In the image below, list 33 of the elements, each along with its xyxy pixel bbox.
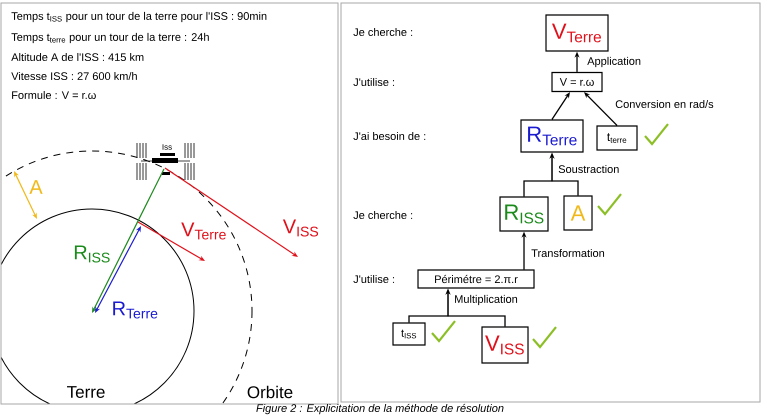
edge-label: Multiplication bbox=[453, 294, 519, 306]
info-text: Formule : V = r.ω bbox=[12, 90, 96, 100]
vector-label: V$_{ISS}$ bbox=[282, 220, 318, 236]
info-text: Altitude A de l'ISS : 415 km bbox=[11, 52, 144, 62]
edge-label: Transformation bbox=[530, 248, 606, 258]
info-text: Temps t$_{terre}$ pour un tour de la terre : 24h bbox=[11, 32, 209, 44]
vector-label: R$_{ISS}$ bbox=[74, 246, 110, 262]
edge-label: Application bbox=[586, 56, 642, 68]
row-label: J'ai besoin de : bbox=[353, 132, 426, 140]
row-label: Je cherche : bbox=[353, 210, 412, 220]
station-label: Iss bbox=[162, 144, 172, 150]
row-label: J'utilise : bbox=[353, 274, 394, 284]
caption: Figure 2 : Explicitation de la méthode de résolution bbox=[256, 404, 504, 414]
term-box: R$_{Terre}$ bbox=[520, 119, 584, 153]
term-box: Périmétre = 2.π.r bbox=[417, 269, 535, 289]
circle-label: Terre bbox=[67, 386, 105, 398]
circle-label: Orbite bbox=[248, 386, 292, 398]
row-label: Je cherche : bbox=[353, 28, 412, 36]
term-box: R$_{ISS}$ bbox=[499, 196, 549, 232]
term-box: V$_{ISS}$ bbox=[481, 326, 529, 364]
term-box: A bbox=[563, 195, 593, 231]
vector-label: V$_{Terre}$ bbox=[181, 222, 226, 240]
edge-label: Conversion en rad/s bbox=[614, 98, 715, 110]
term-box: V$_{Terre}$ bbox=[545, 14, 609, 52]
term-box: V = r.ω bbox=[551, 72, 603, 92]
row-label: J'utilise : bbox=[353, 78, 394, 86]
vector-label: A bbox=[29, 180, 43, 194]
vector-label: R$_{Terre}$ bbox=[113, 302, 158, 318]
info-text: Temps t$_{ISS}$ pour un tour de la terre pour l'ISS : 90min bbox=[11, 12, 266, 22]
term-box: t$_{ISS}$ bbox=[392, 322, 426, 346]
edge-label: Soustraction bbox=[557, 164, 620, 174]
term-box: t$_{terre}$ bbox=[596, 125, 638, 151]
info-text: Vitesse ISS : 27 600 km/h bbox=[11, 72, 137, 80]
